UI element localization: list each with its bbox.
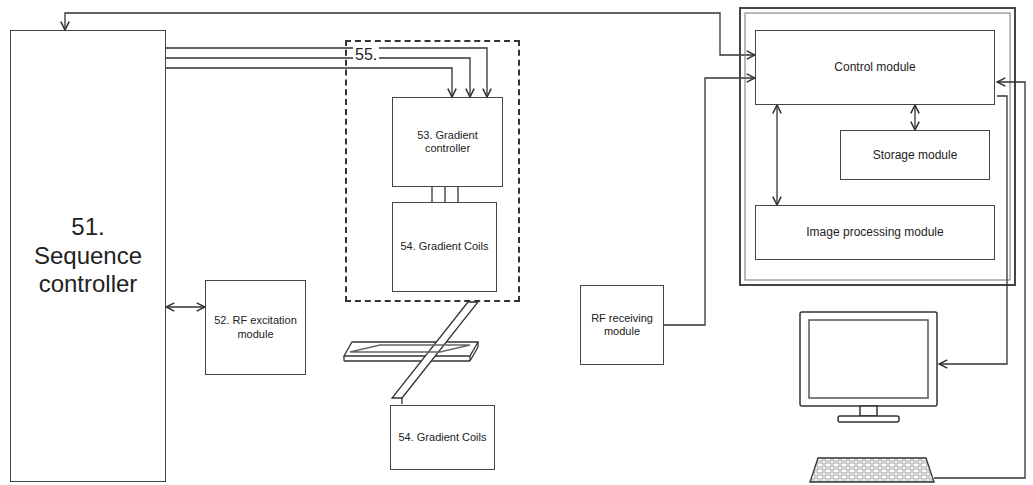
node-label: 52. RF excitation module — [206, 314, 305, 340]
connector — [166, 306, 205, 307]
process-box: 52. RF excitation module — [205, 280, 306, 375]
node-label: 54. Gradient Coils — [395, 431, 489, 444]
node-label: RF receiving module — [581, 312, 663, 338]
computer-housing-inner — [745, 13, 1010, 280]
monitor-symbol — [800, 312, 937, 422]
connector — [914, 105, 915, 130]
process-box: Storage module — [840, 130, 990, 180]
coil-label-box: 54. Gradient Coils — [390, 405, 495, 470]
connector — [444, 187, 445, 202]
node-label: 54. Gradient Coils — [397, 240, 491, 253]
connector — [166, 58, 470, 97]
process-box: 53. Gradient controller — [392, 97, 503, 187]
connector — [457, 187, 458, 202]
connector — [166, 68, 452, 97]
process-box: Image processing module — [755, 205, 995, 260]
controller-box: 51. Sequence controller — [10, 30, 166, 482]
connector — [166, 48, 487, 97]
process-box: 54. Gradient Coils — [392, 202, 497, 292]
connector — [431, 187, 432, 202]
dashed-group: 55. 53. Gradient controller 54. Gradient C… — [345, 40, 520, 302]
node-label: Image processing module — [803, 225, 946, 239]
keyboard-symbol — [810, 458, 934, 482]
process-box: RF receiving module — [580, 285, 664, 365]
node-label: 53. Gradient controller — [393, 129, 502, 155]
connector — [664, 78, 755, 325]
process-box: Control module — [755, 30, 995, 105]
computer-housing — [740, 8, 1015, 285]
connector — [776, 105, 777, 205]
node-label: Control module — [831, 60, 918, 74]
connector — [65, 13, 755, 55]
node-label: Storage module — [870, 148, 961, 162]
node-label: 51. Sequence controller — [11, 213, 165, 299]
coil-illustration — [344, 302, 478, 404]
group-label: 55. — [353, 45, 379, 64]
